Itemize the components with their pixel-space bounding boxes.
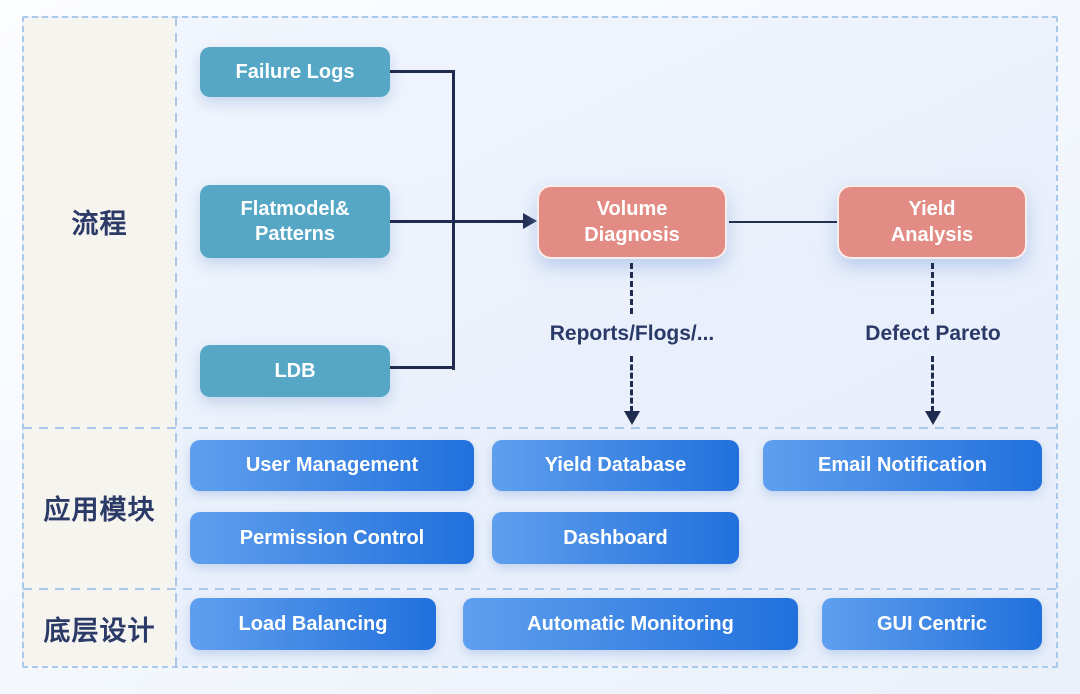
box-user-management: User Management: [190, 440, 474, 491]
connector-ldb: [390, 366, 454, 369]
yield-database-label: Yield Database: [544, 454, 687, 476]
box-gui-centric: GUI Centric: [822, 598, 1042, 650]
dashed-arrow-reports-upper: [630, 263, 633, 314]
box-yield-database: Yield Database: [492, 440, 739, 491]
box-ldb-label: LDB: [274, 359, 316, 382]
box-email-notification: Email Notification: [763, 440, 1042, 491]
note-reports-flogs: Reports/Flogs/...: [549, 322, 715, 345]
dashboard-label: Dashboard: [563, 526, 668, 549]
box-yield-analysis: Yield Analysis: [837, 185, 1027, 259]
box-permission-control: Permission Control: [190, 512, 474, 564]
user-management-label: User Management: [245, 454, 419, 476]
connector-diagnosis-analysis: [729, 221, 837, 223]
dashed-arrow-pareto-upper: [931, 263, 934, 314]
box-flatmodel-line2: Patterns: [254, 222, 336, 245]
email-notification-label: Email Notification: [818, 454, 987, 476]
rail-label-modules: 应用模块: [43, 495, 156, 525]
divider-design-top: [23, 588, 1057, 590]
yield-analysis-line2: Analysis: [890, 224, 974, 246]
volume-diagnosis-line1: Volume: [596, 198, 668, 220]
box-load-balancing: Load Balancing: [190, 598, 436, 650]
rail-cell-process: 流程: [24, 16, 175, 427]
box-failure-logs: Failure Logs: [200, 47, 390, 97]
rail-label-process: 流程: [71, 209, 128, 239]
load-balancing-label: Load Balancing: [238, 612, 388, 635]
box-automatic-monitoring: Automatic Monitoring: [463, 598, 798, 650]
note-defect-pareto: Defect Pareto: [865, 322, 1001, 345]
volume-diagnosis-line2: Diagnosis: [584, 224, 680, 246]
box-dashboard: Dashboard: [492, 512, 739, 564]
connector-flatmodel: [390, 220, 524, 223]
box-flatmodel-line1: Flatmodel&: [240, 197, 350, 220]
arrowhead-to-yield-database: [624, 411, 640, 425]
rail-label-design: 底层设计: [43, 615, 156, 646]
divider-modules-top: [23, 427, 1057, 429]
yield-analysis-line1: Yield: [908, 198, 956, 220]
box-failure-logs-label: Failure Logs: [235, 60, 355, 83]
dashed-arrow-reports-lower: [630, 356, 633, 412]
gui-centric-label: GUI Centric: [876, 612, 988, 635]
connector-failure-logs: [390, 70, 454, 73]
dashed-arrow-pareto-lower: [931, 356, 934, 412]
arrowhead-to-email-notification: [925, 411, 941, 425]
left-rail: [24, 18, 175, 666]
permission-control-label: Permission Control: [239, 526, 425, 549]
automatic-monitoring-label: Automatic Monitoring: [527, 612, 734, 635]
rail-divider: [175, 17, 177, 667]
arrowhead-to-volume-diagnosis: [523, 213, 537, 229]
box-volume-diagnosis: Volume Diagnosis: [537, 185, 727, 259]
rail-cell-modules: 应用模块: [24, 427, 175, 588]
box-ldb: LDB: [200, 345, 390, 397]
box-flatmodel-patterns: Flatmodel& Patterns: [200, 185, 390, 258]
rail-cell-design: 底层设计: [24, 588, 175, 668]
